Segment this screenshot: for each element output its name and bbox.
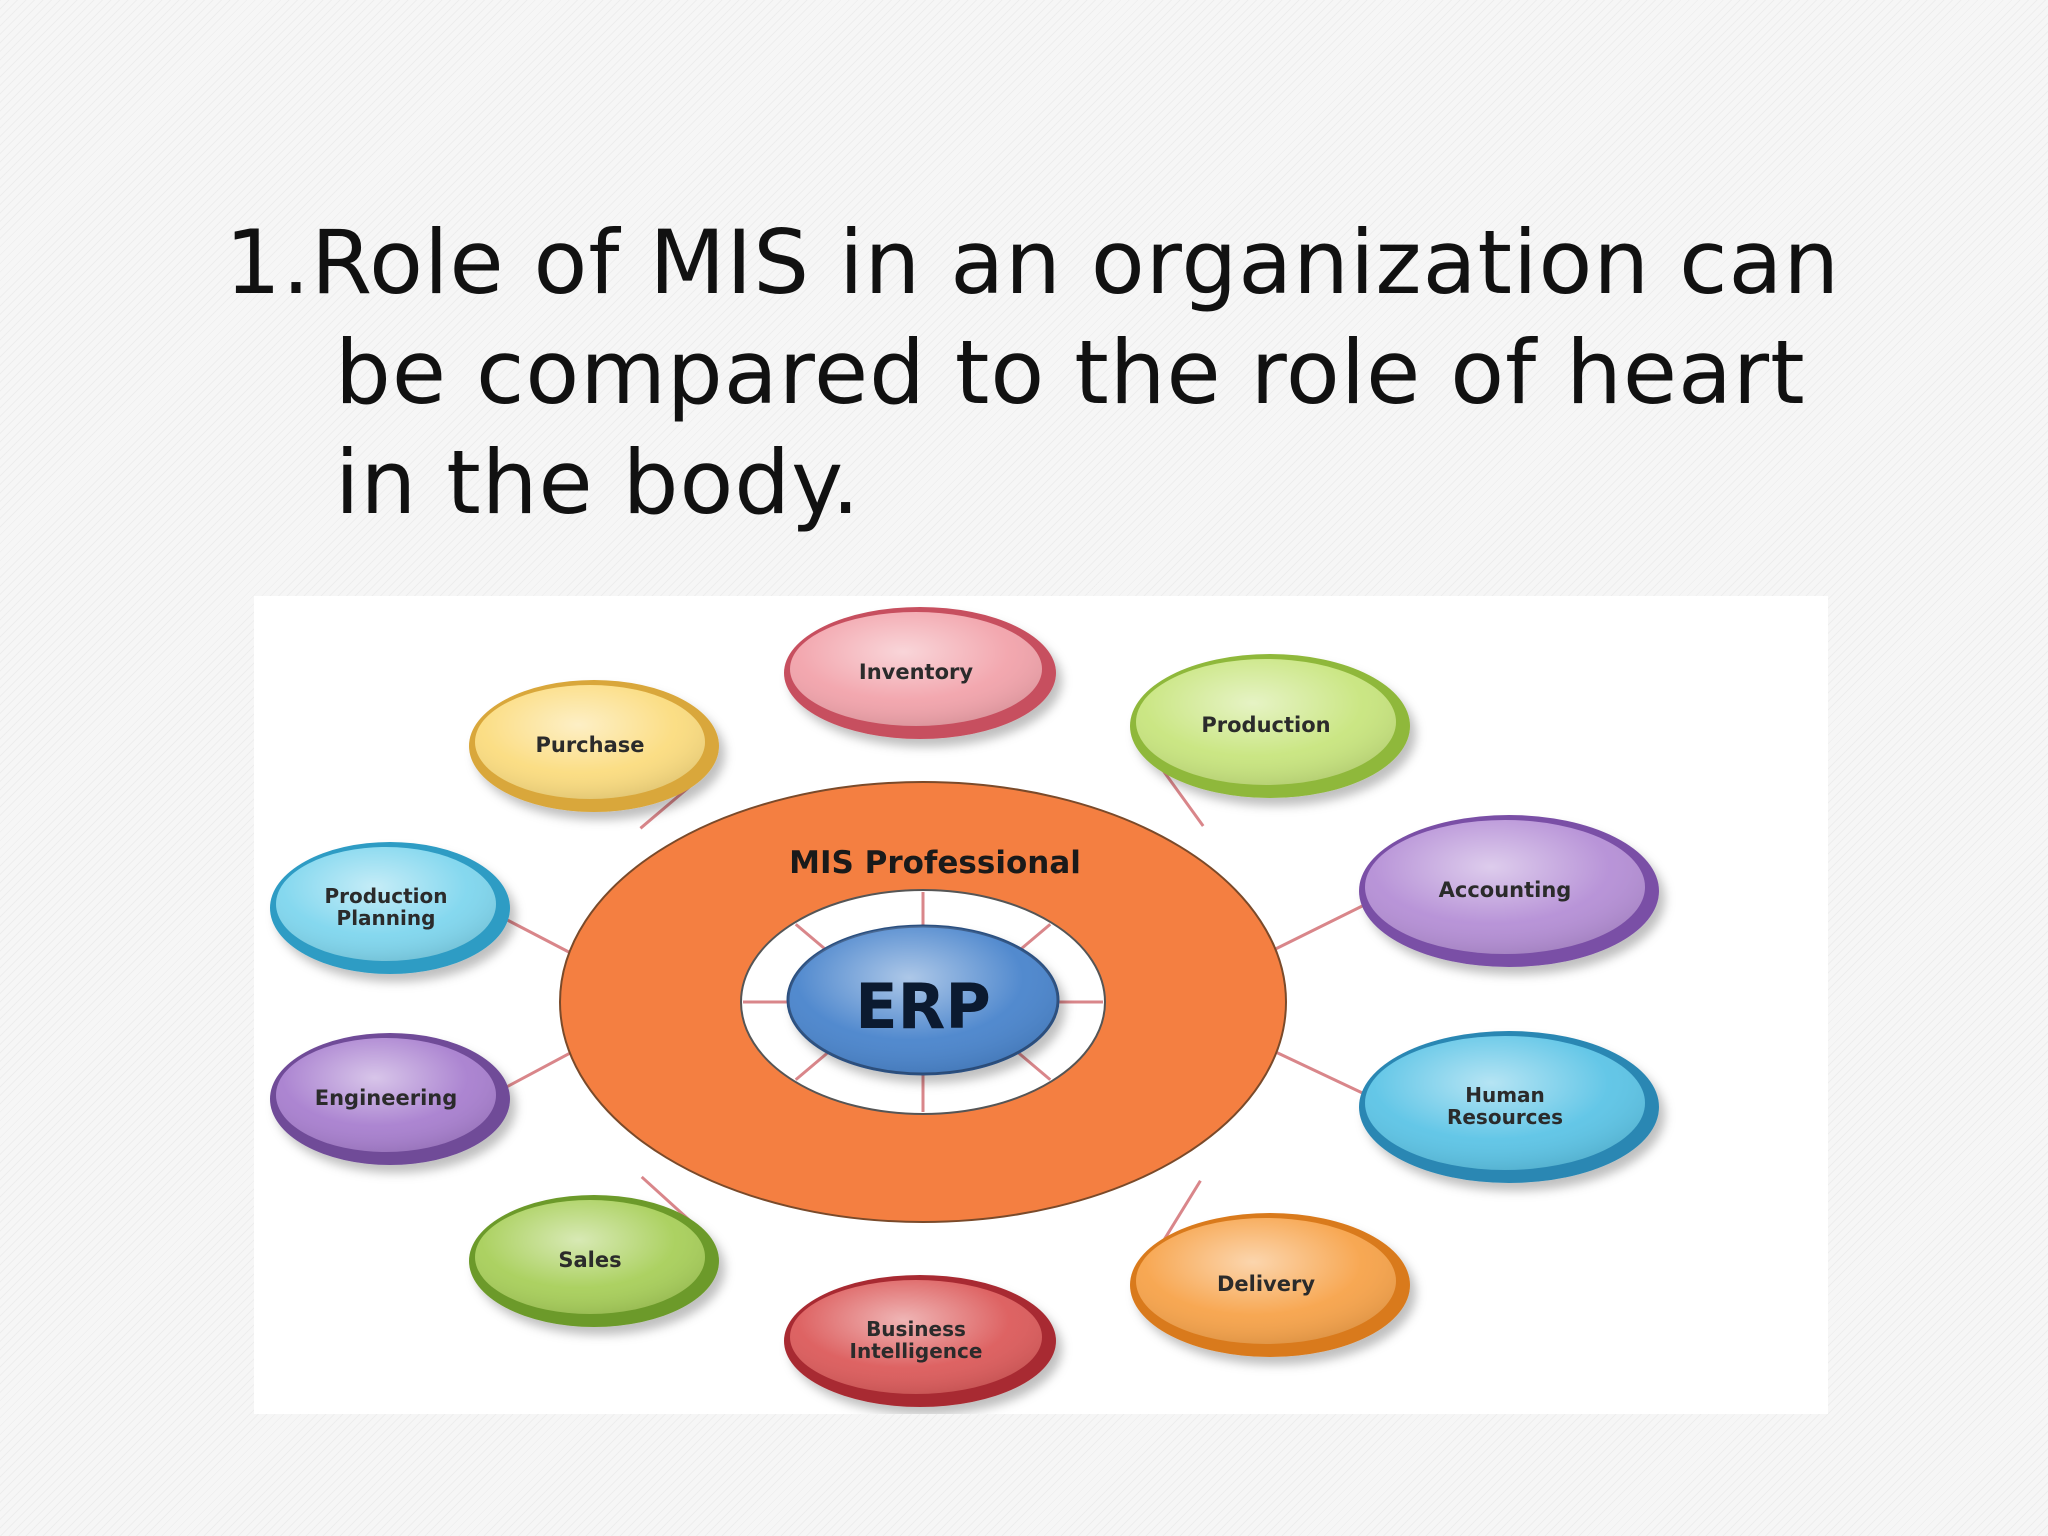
hub-spoke [794,1051,829,1081]
node-gloss [276,847,496,961]
node-gloss [276,1038,496,1152]
connector-human-resources [1274,1050,1365,1096]
connector-production [1161,769,1205,827]
node-label-purchase: Purchase [535,733,644,757]
node-gloss [790,612,1042,726]
node-inventory: Inventory [784,607,1056,739]
node-label-production: Production [1201,713,1330,737]
node-purchase: Purchase [469,680,719,812]
node-label-business-intelligence: Business [866,1317,966,1341]
hub-spoke [794,923,829,953]
mis-professional-label: MIS Professional [789,845,1081,881]
node-production: Production [1130,654,1410,798]
node-label-delivery: Delivery [1217,1272,1315,1296]
node-label-sales: Sales [558,1248,621,1272]
title-line-1: 1.Role of MIS in an organization can [225,211,1841,314]
connector-delivery [1162,1179,1202,1242]
node-label-inventory: Inventory [859,660,973,684]
connector-sales [640,1175,692,1223]
connector-engineering [504,1051,572,1089]
erp-core-gloss [788,926,1058,1074]
node-gloss [475,685,705,799]
slide-title: 1.Role of MIS in an organization can be … [225,208,1875,538]
node-gloss [1136,659,1396,785]
node-delivery: Delivery [1130,1213,1410,1357]
node-gloss [1365,820,1645,954]
connector-purchase [639,784,692,830]
hub-spoke [1017,923,1052,953]
node-label-production-planning: Planning [337,906,436,930]
node-gloss [790,1280,1042,1394]
node-gloss [1365,1036,1645,1170]
node-label-business-intelligence: Intelligence [850,1339,983,1363]
node-label-accounting: Accounting [1439,878,1572,902]
node-engineering: Engineering [270,1033,510,1165]
erp-label: ERP [855,970,991,1043]
connector-production-planning [505,917,572,955]
node-accounting: Accounting [1359,815,1659,967]
hub-spoke [1017,1051,1052,1081]
node-label-production-planning: Production [324,884,447,908]
node-label-human-resources: Resources [1447,1105,1563,1129]
node-sales: Sales [469,1195,719,1327]
title-line-2: be compared to the role of heart [335,321,1806,424]
title-line-3: in the body. [335,431,861,534]
connector-accounting [1274,903,1366,951]
node-label-engineering: Engineering [315,1086,458,1110]
node-label-human-resources: Human [1465,1083,1545,1107]
node-gloss [1136,1218,1396,1344]
node-gloss [475,1200,705,1314]
